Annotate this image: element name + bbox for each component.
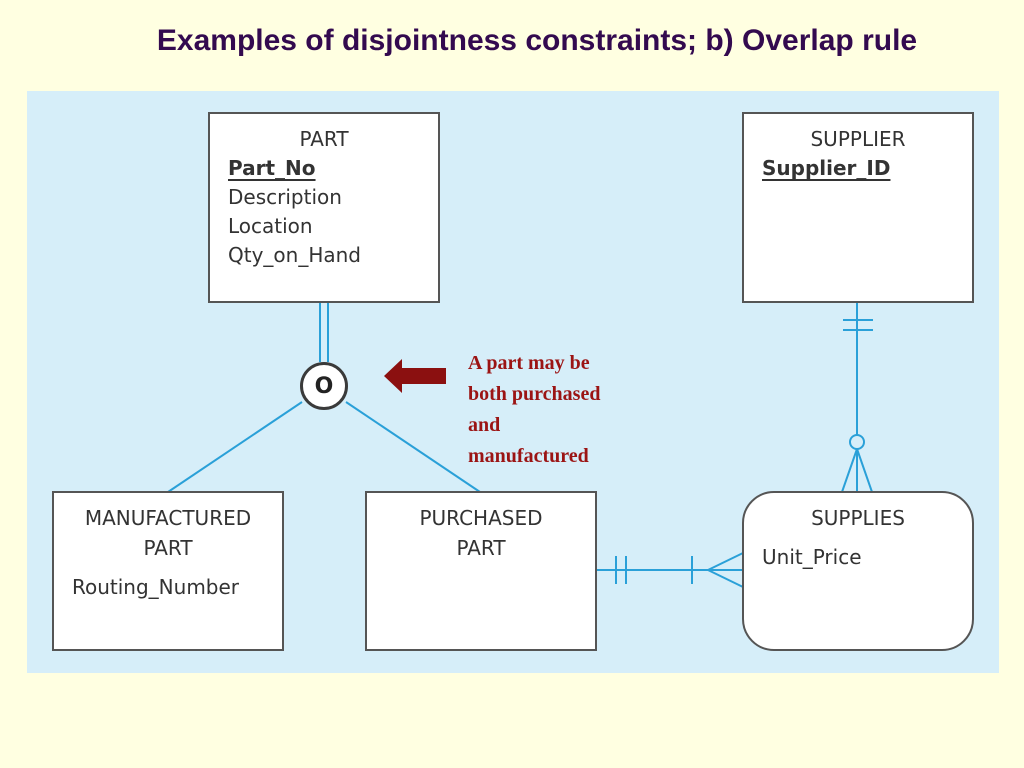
part-attribute: Description [228,185,342,209]
overlap-note-line: and [468,414,501,436]
overlap-to-manufactured-line [167,401,303,493]
purchased-part-name-line1: PURCHASED [419,506,543,530]
supplies-crowfoot-top [707,552,744,571]
supplier-entity-name: SUPPLIER [810,127,906,151]
supplies-crowfoot-left [841,448,858,493]
slide-title: Examples of disjointness constraints; b)… [156,24,918,57]
supplier-attributes: Supplier_ID [744,154,972,183]
overlap-note-line: both purchased [468,383,601,405]
part-attribute: Location [228,214,313,238]
part-key-attribute: Part_No [228,156,316,180]
manufactured-part-attributes: Routing_Number [54,563,282,602]
supplier-key-attribute: Supplier_ID [762,156,891,180]
part-entity-name: PART [299,127,349,151]
purchased-part-name-line2: PART [456,536,506,560]
overlap-to-purchased-line [345,401,481,493]
part-attribute: Qty_on_Hand [228,243,361,267]
supplies-attributes: Unit_Price [744,533,972,572]
manufactured-part-attribute: Routing_Number [72,575,240,599]
purchased-part-entity: PURCHASED PART [365,491,597,651]
supplier-entity: SUPPLIER Supplier_ID [742,112,974,303]
supplies-attribute: Unit_Price [762,545,862,569]
supplies-entity-name: SUPPLIES [811,506,905,530]
part-attributes: Part_No Description Location Qty_on_Hand [210,154,438,270]
overlap-constraint-symbol: O [300,362,348,410]
overlap-note-line: manufactured [468,445,589,467]
manufactured-part-entity: MANUFACTURED PART Routing_Number [52,491,284,651]
manufactured-part-name-line1: MANUFACTURED [84,506,252,530]
purchased-part-name: PURCHASED PART [367,493,595,563]
supplies-crowfoot-right [856,448,873,493]
manufactured-part-name-line2: PART [143,536,193,560]
overlap-note: A part may be both purchased and manufac… [468,348,648,472]
overlap-note-line: A part may be [468,352,590,374]
manufactured-part-name: MANUFACTURED PART [54,493,282,563]
part-entity: PART Part_No Description Location Qty_on… [208,112,440,303]
supplies-crowfoot-bottom [707,569,744,588]
supplies-entity: SUPPLIES Unit_Price [742,491,974,651]
supplies-optional-circle [849,434,865,450]
left-arrow-icon [384,359,446,393]
